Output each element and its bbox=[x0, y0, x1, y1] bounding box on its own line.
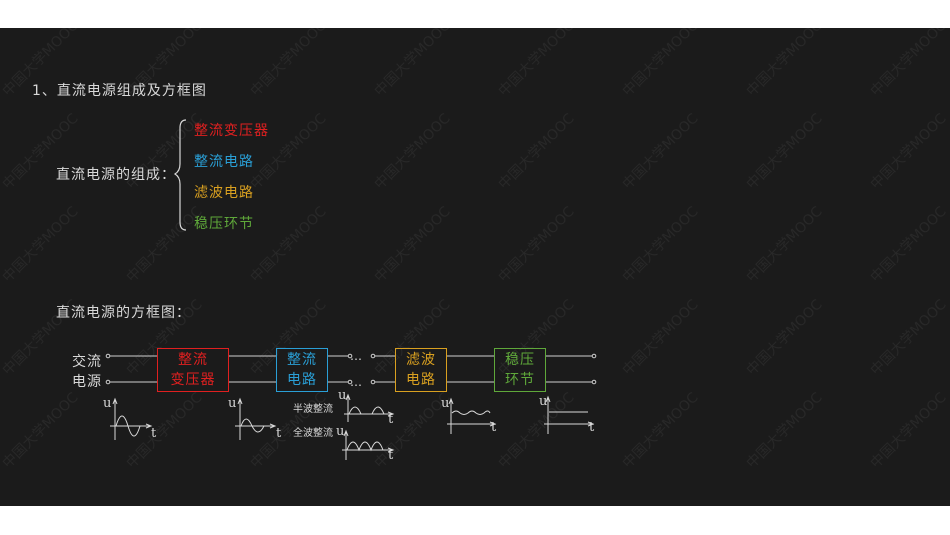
axis-t-3: t bbox=[388, 412, 394, 427]
block-filter-line1: 滤波 bbox=[406, 352, 436, 368]
axis-t-1: t bbox=[151, 426, 157, 441]
block-transformer: 整流 变压器 bbox=[157, 348, 229, 392]
block-regulator: 稳压 环节 bbox=[494, 348, 546, 392]
block-rectifier-line2: 电路 bbox=[287, 372, 317, 388]
component-rectifier: 整流电路 bbox=[194, 154, 254, 170]
axis-u-4: u bbox=[336, 424, 345, 439]
block-regulator-line1: 稳压 bbox=[505, 352, 535, 368]
ellipsis-top: … bbox=[350, 349, 362, 363]
block-filter-line2: 电路 bbox=[406, 372, 436, 388]
axis-t-5: t bbox=[491, 420, 497, 435]
axis-u-3: u bbox=[338, 388, 347, 403]
full-wave-label: 全波整流 bbox=[293, 428, 333, 439]
block-rectifier: 整流 电路 bbox=[276, 348, 328, 392]
axis-u-5: u bbox=[441, 396, 450, 411]
axis-u-2: u bbox=[228, 396, 237, 411]
block-diagram-label: 直流电源的方框图： bbox=[56, 305, 191, 321]
component-regulator: 稳压环节 bbox=[194, 216, 254, 232]
waveform-plots bbox=[110, 393, 595, 460]
axis-u-6: u bbox=[539, 394, 548, 409]
component-transformer: 整流变压器 bbox=[194, 123, 269, 139]
half-wave-label: 半波整流 bbox=[293, 404, 333, 415]
ac-input-label-2: 电源 bbox=[72, 374, 102, 390]
axis-t-4: t bbox=[388, 448, 394, 463]
component-filter: 滤波电路 bbox=[194, 185, 254, 201]
block-rectifier-line1: 整流 bbox=[287, 352, 317, 368]
axis-u-1: u bbox=[103, 396, 112, 411]
block-transformer-line2: 变压器 bbox=[170, 372, 216, 388]
block-diagram-wires bbox=[105, 353, 597, 460]
ac-input-label-1: 交流 bbox=[72, 354, 102, 370]
axis-t-2: t bbox=[276, 426, 282, 441]
section-heading: 1、直流电源组成及方框图 bbox=[32, 83, 207, 99]
axis-t-6: t bbox=[589, 420, 595, 435]
block-regulator-line2: 环节 bbox=[505, 372, 535, 388]
composition-brace bbox=[173, 119, 187, 231]
composition-label: 直流电源的组成： bbox=[56, 167, 176, 183]
ellipsis-bottom: … bbox=[350, 375, 362, 389]
block-filter: 滤波 电路 bbox=[395, 348, 447, 392]
block-transformer-line1: 整流 bbox=[178, 352, 208, 368]
